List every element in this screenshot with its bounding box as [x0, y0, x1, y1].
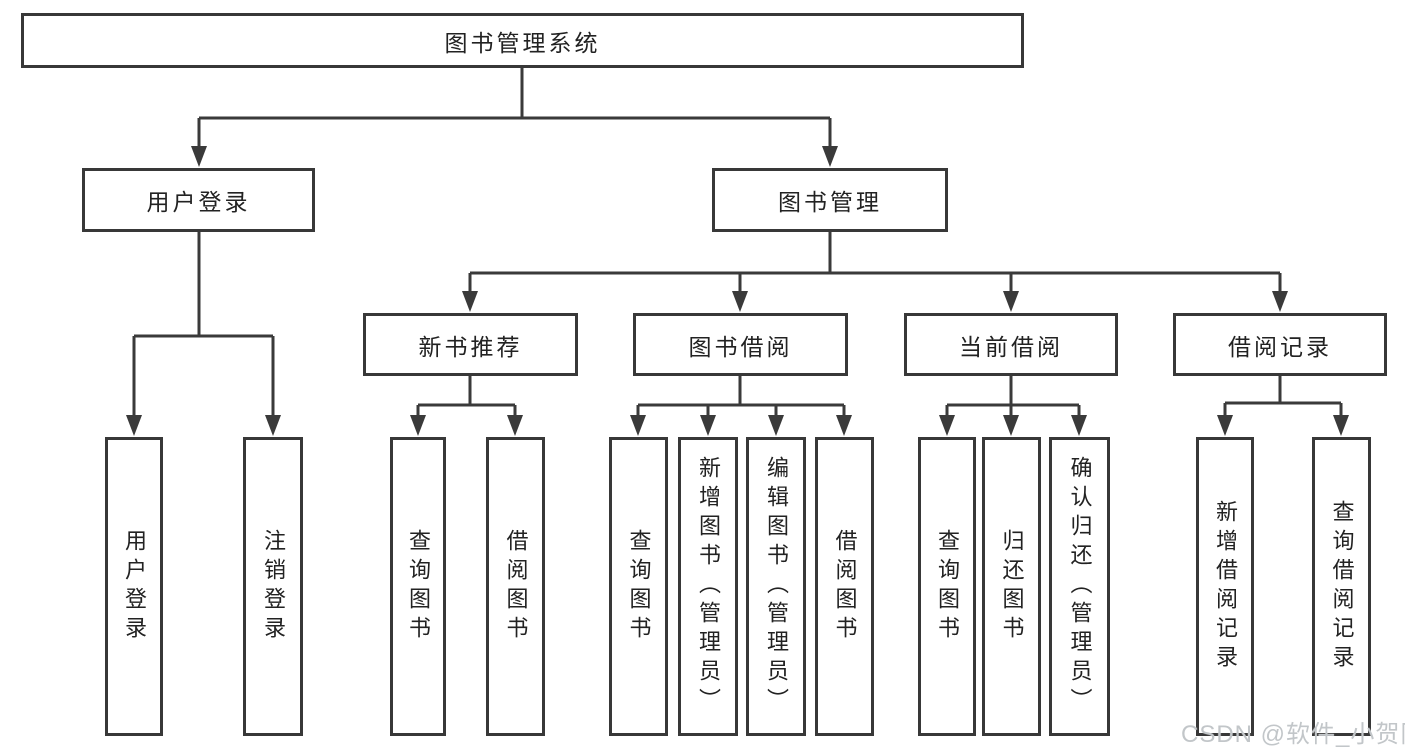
leaf-return-book-label: 归还图书	[999, 528, 1025, 645]
node-new-book-recommend-label: 新书推荐	[418, 333, 523, 360]
leaf-borrow-book-borrowing: 借阅图书	[815, 437, 874, 736]
node-book-management-label: 图书管理	[778, 189, 882, 215]
node-new-book-recommend: 新书推荐	[363, 313, 578, 376]
leaf-confirm-return-admin: 确认归还（管理员）	[1049, 437, 1110, 736]
leaf-query-book-current: 查询图书	[918, 437, 976, 736]
leaf-query-borrow-record-label: 查询借阅记录	[1329, 499, 1355, 674]
leaf-logout-label: 注销登录	[261, 528, 286, 645]
leaf-query-book-current-label: 查询图书	[935, 528, 960, 645]
arrowheads	[126, 146, 1349, 436]
node-current-borrowing: 当前借阅	[904, 313, 1118, 376]
leaf-borrow-book-recommend: 借阅图书	[486, 437, 545, 736]
node-borrowing-records-label: 借阅记录	[1228, 333, 1332, 360]
leaf-edit-book-admin-label: 编辑图书（管理员）	[764, 456, 789, 717]
node-root-label: 图书管理系统	[444, 29, 601, 56]
leaf-query-book-recommend: 查询图书	[390, 437, 446, 736]
leaf-edit-book-admin: 编辑图书（管理员）	[746, 437, 806, 736]
leaf-user-login: 用户登录	[105, 437, 163, 736]
node-book-borrowing-label: 图书借阅	[688, 333, 793, 360]
watermark: CSDN @软件_小贺同学	[1181, 721, 1405, 747]
leaf-query-book-borrowing: 查询图书	[609, 437, 668, 736]
leaf-user-login-label: 用户登录	[122, 528, 147, 645]
leaf-confirm-return-admin-label: 确认归还（管理员）	[1067, 456, 1093, 717]
leaf-borrow-book-recommend-label: 借阅图书	[503, 528, 529, 645]
node-user-login: 用户登录	[82, 168, 315, 232]
leaf-borrow-book-borrowing-label: 借阅图书	[832, 528, 858, 645]
node-current-borrowing-label: 当前借阅	[959, 333, 1063, 360]
leaf-query-book-recommend-label: 查询图书	[406, 528, 431, 645]
leaf-logout: 注销登录	[243, 437, 303, 736]
leaf-add-borrow-record: 新增借阅记录	[1196, 437, 1254, 736]
node-root: 图书管理系统	[21, 13, 1024, 68]
node-book-borrowing: 图书借阅	[633, 313, 848, 376]
leaf-add-book-admin-label: 新增图书（管理员）	[696, 456, 721, 717]
node-book-management: 图书管理	[712, 168, 948, 232]
leaf-query-borrow-record: 查询借阅记录	[1312, 437, 1371, 736]
node-borrowing-records: 借阅记录	[1173, 313, 1387, 376]
leaf-add-book-admin: 新增图书（管理员）	[678, 437, 738, 736]
leaf-add-borrow-record-label: 新增借阅记录	[1213, 499, 1238, 674]
leaf-return-book: 归还图书	[982, 437, 1041, 736]
leaf-query-book-borrowing-label: 查询图书	[626, 528, 652, 645]
node-user-login-label: 用户登录	[146, 189, 251, 215]
